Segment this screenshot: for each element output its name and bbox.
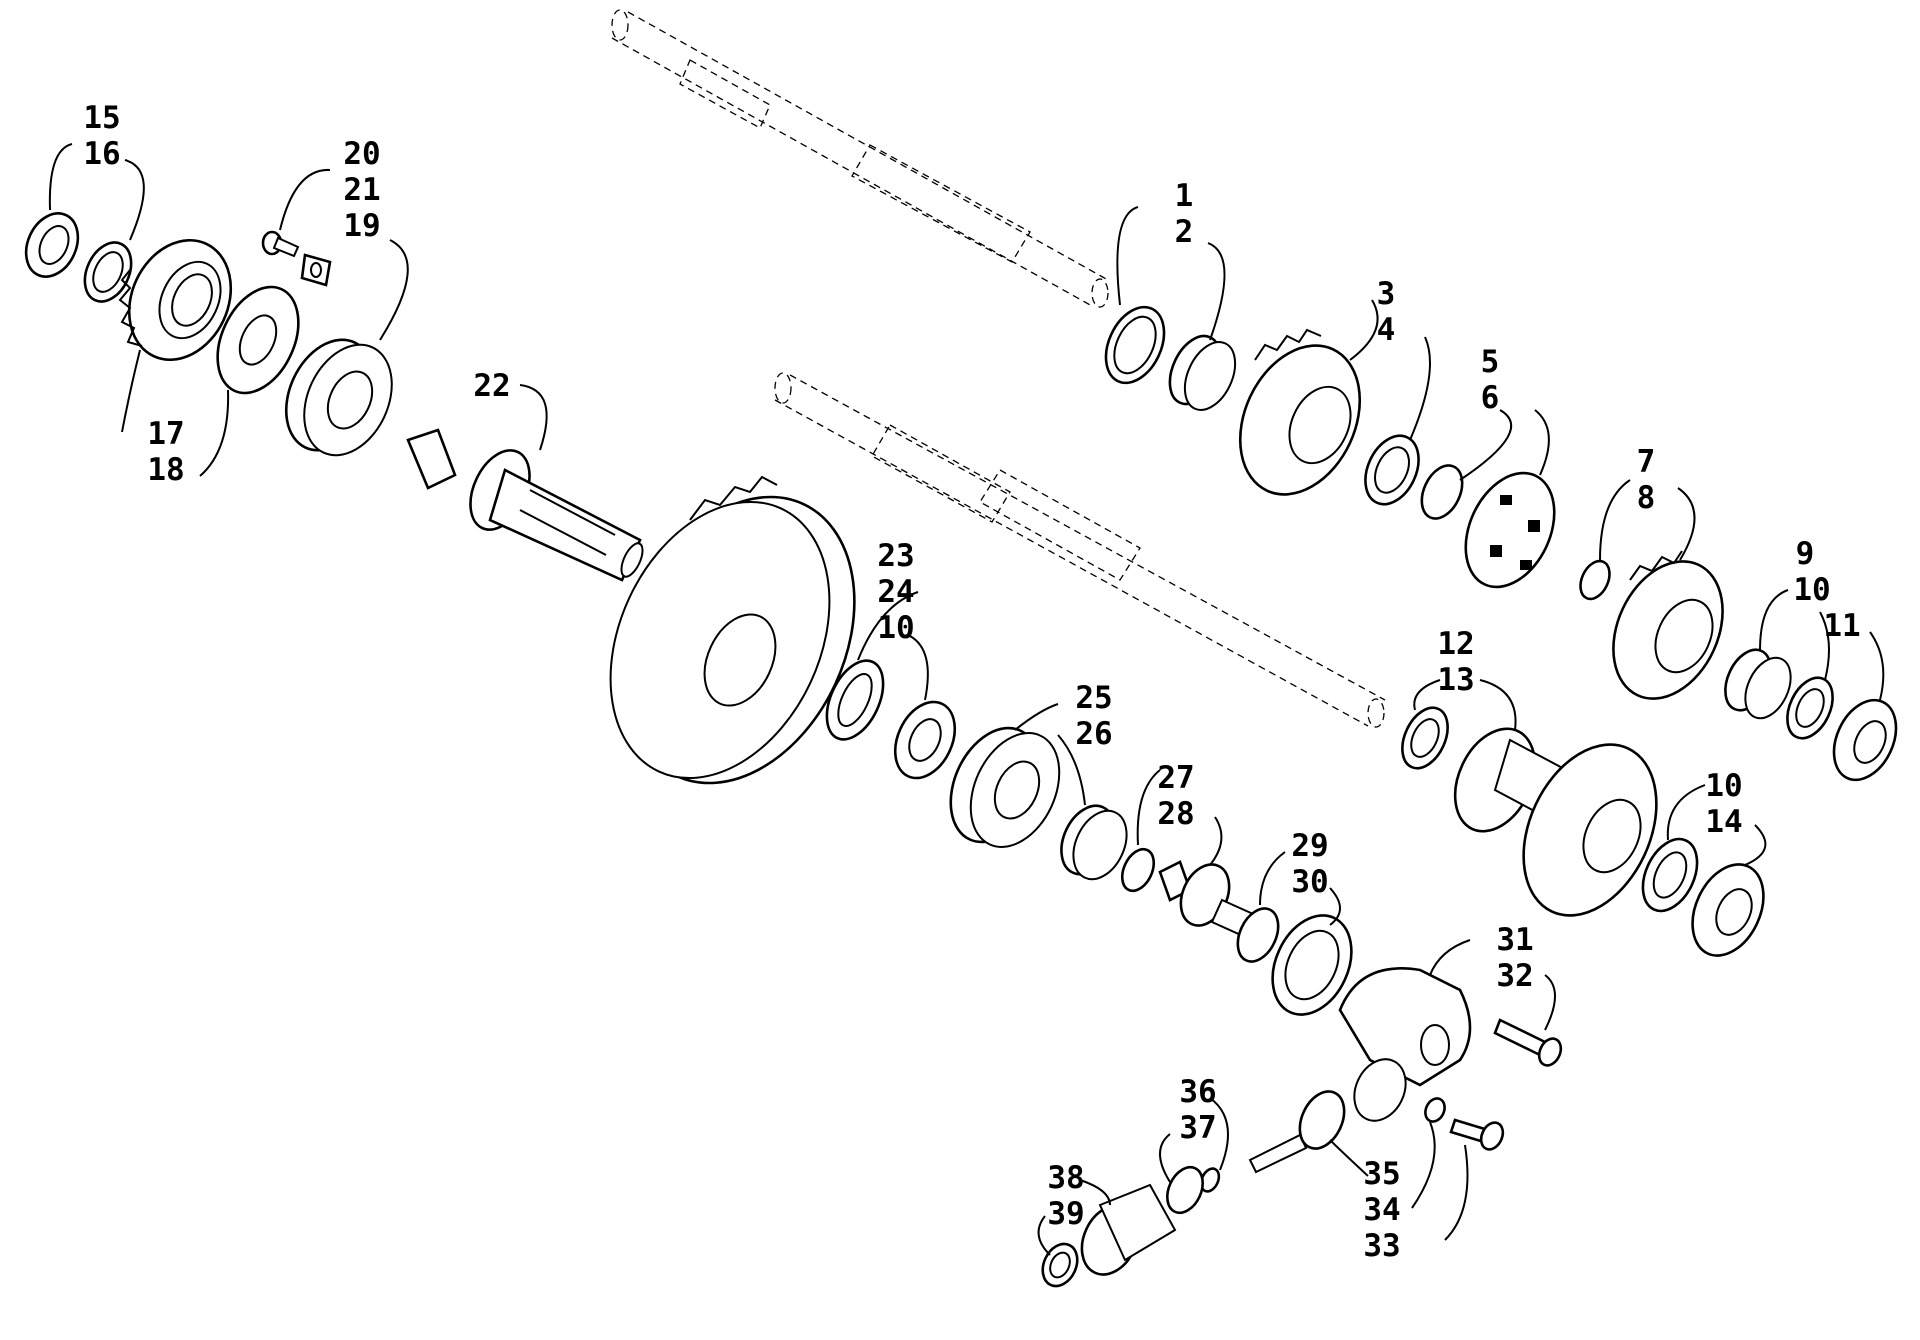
part-washer-10-a bbox=[893, 700, 957, 780]
part-housing-31 bbox=[1338, 967, 1472, 1122]
part-oring-37 bbox=[1166, 1165, 1204, 1215]
part-bearing-14 bbox=[1691, 863, 1765, 957]
callout-10-b: 10 bbox=[1793, 572, 1830, 608]
part-washer-34 bbox=[1424, 1097, 1446, 1123]
callout-21: 21 bbox=[343, 172, 380, 208]
part-collar-26 bbox=[1060, 804, 1128, 881]
callout-38: 38 bbox=[1047, 1160, 1084, 1196]
leader-lines bbox=[48, 143, 1885, 1256]
callout-labels: 15 16 17 18 20 21 19 22 1 2 3 4 5 6 7 8 … bbox=[83, 100, 1860, 1264]
callout-5: 5 bbox=[1481, 344, 1500, 380]
callout-2: 2 bbox=[1175, 214, 1194, 250]
callout-15: 15 bbox=[83, 100, 120, 136]
part-spacer-24 bbox=[825, 659, 885, 741]
callout-3: 3 bbox=[1377, 276, 1396, 312]
part-sleeve-38 bbox=[1080, 1183, 1177, 1276]
callout-37: 37 bbox=[1179, 1110, 1216, 1146]
phantom-counter-shaft bbox=[774, 372, 1386, 728]
part-output-shaft-22 bbox=[406, 428, 644, 582]
part-washer-10-c bbox=[1641, 837, 1699, 913]
part-bearing-19 bbox=[284, 338, 393, 457]
part-bevel-gear-17 bbox=[118, 238, 233, 362]
part-bolt-20 bbox=[261, 230, 300, 258]
callout-9: 9 bbox=[1796, 536, 1815, 572]
part-circlip-5 bbox=[1420, 464, 1464, 520]
part-washer-10-b bbox=[1786, 676, 1834, 740]
callout-19: 19 bbox=[343, 208, 380, 244]
callout-36: 36 bbox=[1179, 1074, 1216, 1110]
callout-33: 33 bbox=[1363, 1228, 1400, 1264]
callout-26: 26 bbox=[1075, 716, 1112, 752]
part-seal-39 bbox=[1041, 1242, 1079, 1288]
callout-12: 12 bbox=[1437, 626, 1474, 662]
callout-11: 11 bbox=[1823, 608, 1860, 644]
part-ring-27 bbox=[1120, 847, 1156, 893]
part-bearing-25 bbox=[949, 726, 1061, 848]
callout-16: 16 bbox=[83, 136, 120, 172]
callout-23: 23 bbox=[877, 538, 914, 574]
callout-8: 8 bbox=[1637, 480, 1656, 516]
part-oil-seal-15 bbox=[24, 212, 80, 278]
callout-4: 4 bbox=[1377, 312, 1396, 348]
callout-10-a: 10 bbox=[877, 610, 914, 646]
callout-6: 6 bbox=[1481, 380, 1500, 416]
callout-1: 1 bbox=[1175, 178, 1194, 214]
part-washer-4 bbox=[1364, 434, 1420, 506]
part-bushing-9 bbox=[1724, 648, 1792, 720]
callout-24: 24 bbox=[877, 574, 914, 610]
part-gear-3 bbox=[1238, 328, 1362, 496]
part-gasket-30 bbox=[1271, 914, 1353, 1016]
callout-30: 30 bbox=[1291, 864, 1328, 900]
callout-27: 27 bbox=[1157, 760, 1194, 796]
part-washer-7 bbox=[1579, 559, 1611, 601]
callout-22: 22 bbox=[473, 368, 510, 404]
part-shift-fork-6 bbox=[1464, 471, 1556, 589]
callout-29: 29 bbox=[1291, 828, 1328, 864]
part-washer-18 bbox=[216, 285, 300, 395]
callout-34: 34 bbox=[1363, 1192, 1400, 1228]
part-washer-12 bbox=[1401, 706, 1449, 770]
part-bushing-2 bbox=[1168, 334, 1237, 411]
part-bearing-11 bbox=[1832, 698, 1898, 782]
callout-10-c: 10 bbox=[1705, 768, 1742, 804]
part-bolt-33 bbox=[1449, 1118, 1505, 1151]
callout-7: 7 bbox=[1637, 444, 1656, 480]
part-lock-plate-21 bbox=[300, 253, 332, 287]
part-driven-gear-35 bbox=[1248, 1090, 1346, 1174]
callout-13: 13 bbox=[1437, 662, 1474, 698]
phantom-main-shaft bbox=[611, 9, 1109, 308]
callout-31: 31 bbox=[1496, 922, 1533, 958]
callout-17: 17 bbox=[147, 416, 184, 452]
callout-14: 14 bbox=[1705, 804, 1742, 840]
part-bolt-32 bbox=[1493, 1018, 1563, 1067]
callout-35: 35 bbox=[1363, 1156, 1400, 1192]
callout-18: 18 bbox=[147, 452, 184, 488]
part-gear-13 bbox=[1453, 727, 1658, 917]
part-washer-1 bbox=[1104, 305, 1166, 385]
callout-28: 28 bbox=[1157, 796, 1194, 832]
part-large-gear-23 bbox=[609, 475, 856, 785]
part-ring-29 bbox=[1236, 907, 1280, 963]
part-washer-16 bbox=[83, 241, 133, 303]
callout-39: 39 bbox=[1047, 1196, 1084, 1232]
callout-20: 20 bbox=[343, 136, 380, 172]
callout-32: 32 bbox=[1496, 958, 1533, 994]
callout-25: 25 bbox=[1075, 680, 1112, 716]
part-gear-8 bbox=[1612, 550, 1724, 700]
